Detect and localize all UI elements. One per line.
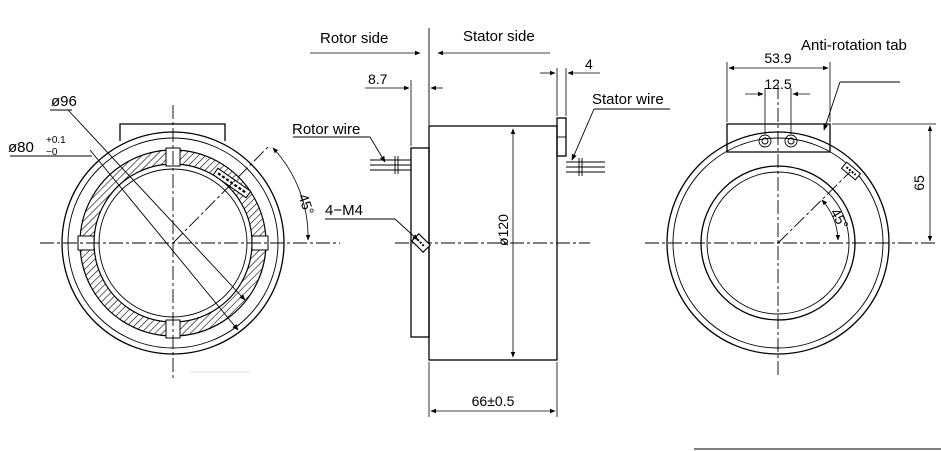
tab-hole-spacing-label: 12.5 (764, 76, 791, 92)
m4-leader (394, 218, 419, 241)
body-diameter-label: ø120 (495, 214, 511, 246)
rotor-side-label: Rotor side (320, 30, 388, 47)
stator-wire-leader (571, 108, 595, 161)
mounting-holes-label: 4−M4 (325, 202, 363, 219)
bore-leader (89, 149, 239, 331)
od-leader (67, 109, 246, 301)
left-angle-label: 45° (295, 192, 317, 217)
body-length-label: 66±0.5 (472, 393, 515, 409)
left-view: ø96 ø80 +0.1 −0 45° (8, 93, 340, 378)
left-angle-arc (272, 147, 311, 241)
outer-diameter-label: ø96 (51, 93, 77, 110)
side-view: Rotor side Stator side Rotor wire Stator… (292, 28, 670, 417)
tab-hole-right (784, 134, 798, 148)
bore-tolerance-lower: −0 (46, 147, 58, 158)
bore-tolerance-upper: +0.1 (46, 135, 66, 146)
tab-hole-left (758, 134, 772, 148)
anti-rotation-tab (726, 123, 831, 153)
right-angle-label: 45° (827, 206, 851, 232)
stator-tab-thickness-label: 4 (585, 56, 593, 72)
rotor-wire-leader (369, 136, 386, 163)
right-view: 45° 53.9 12.5 65 Anti-rotation tab (645, 37, 936, 378)
stator-wire-label: Stator wire (592, 91, 664, 108)
stator-side-label: Stator side (463, 28, 535, 45)
anti-rotation-leader (823, 81, 841, 131)
left-tab-outline (119, 123, 226, 141)
tab-width-label: 53.9 (764, 50, 791, 66)
bore-diameter-label: ø80 (8, 139, 34, 156)
tab-hole-left-inner (761, 137, 769, 145)
rotor-flange-thickness-label: 8.7 (368, 71, 388, 87)
right-diagonal-centerline (777, 171, 851, 244)
anti-rotation-tab-label: Anti-rotation tab (801, 37, 907, 54)
tab-height-label: 65 (911, 175, 927, 191)
rotor-wire-label: Rotor wire (292, 121, 360, 138)
tab-hole-right-inner (787, 137, 795, 145)
right-angle-arc (821, 199, 841, 241)
